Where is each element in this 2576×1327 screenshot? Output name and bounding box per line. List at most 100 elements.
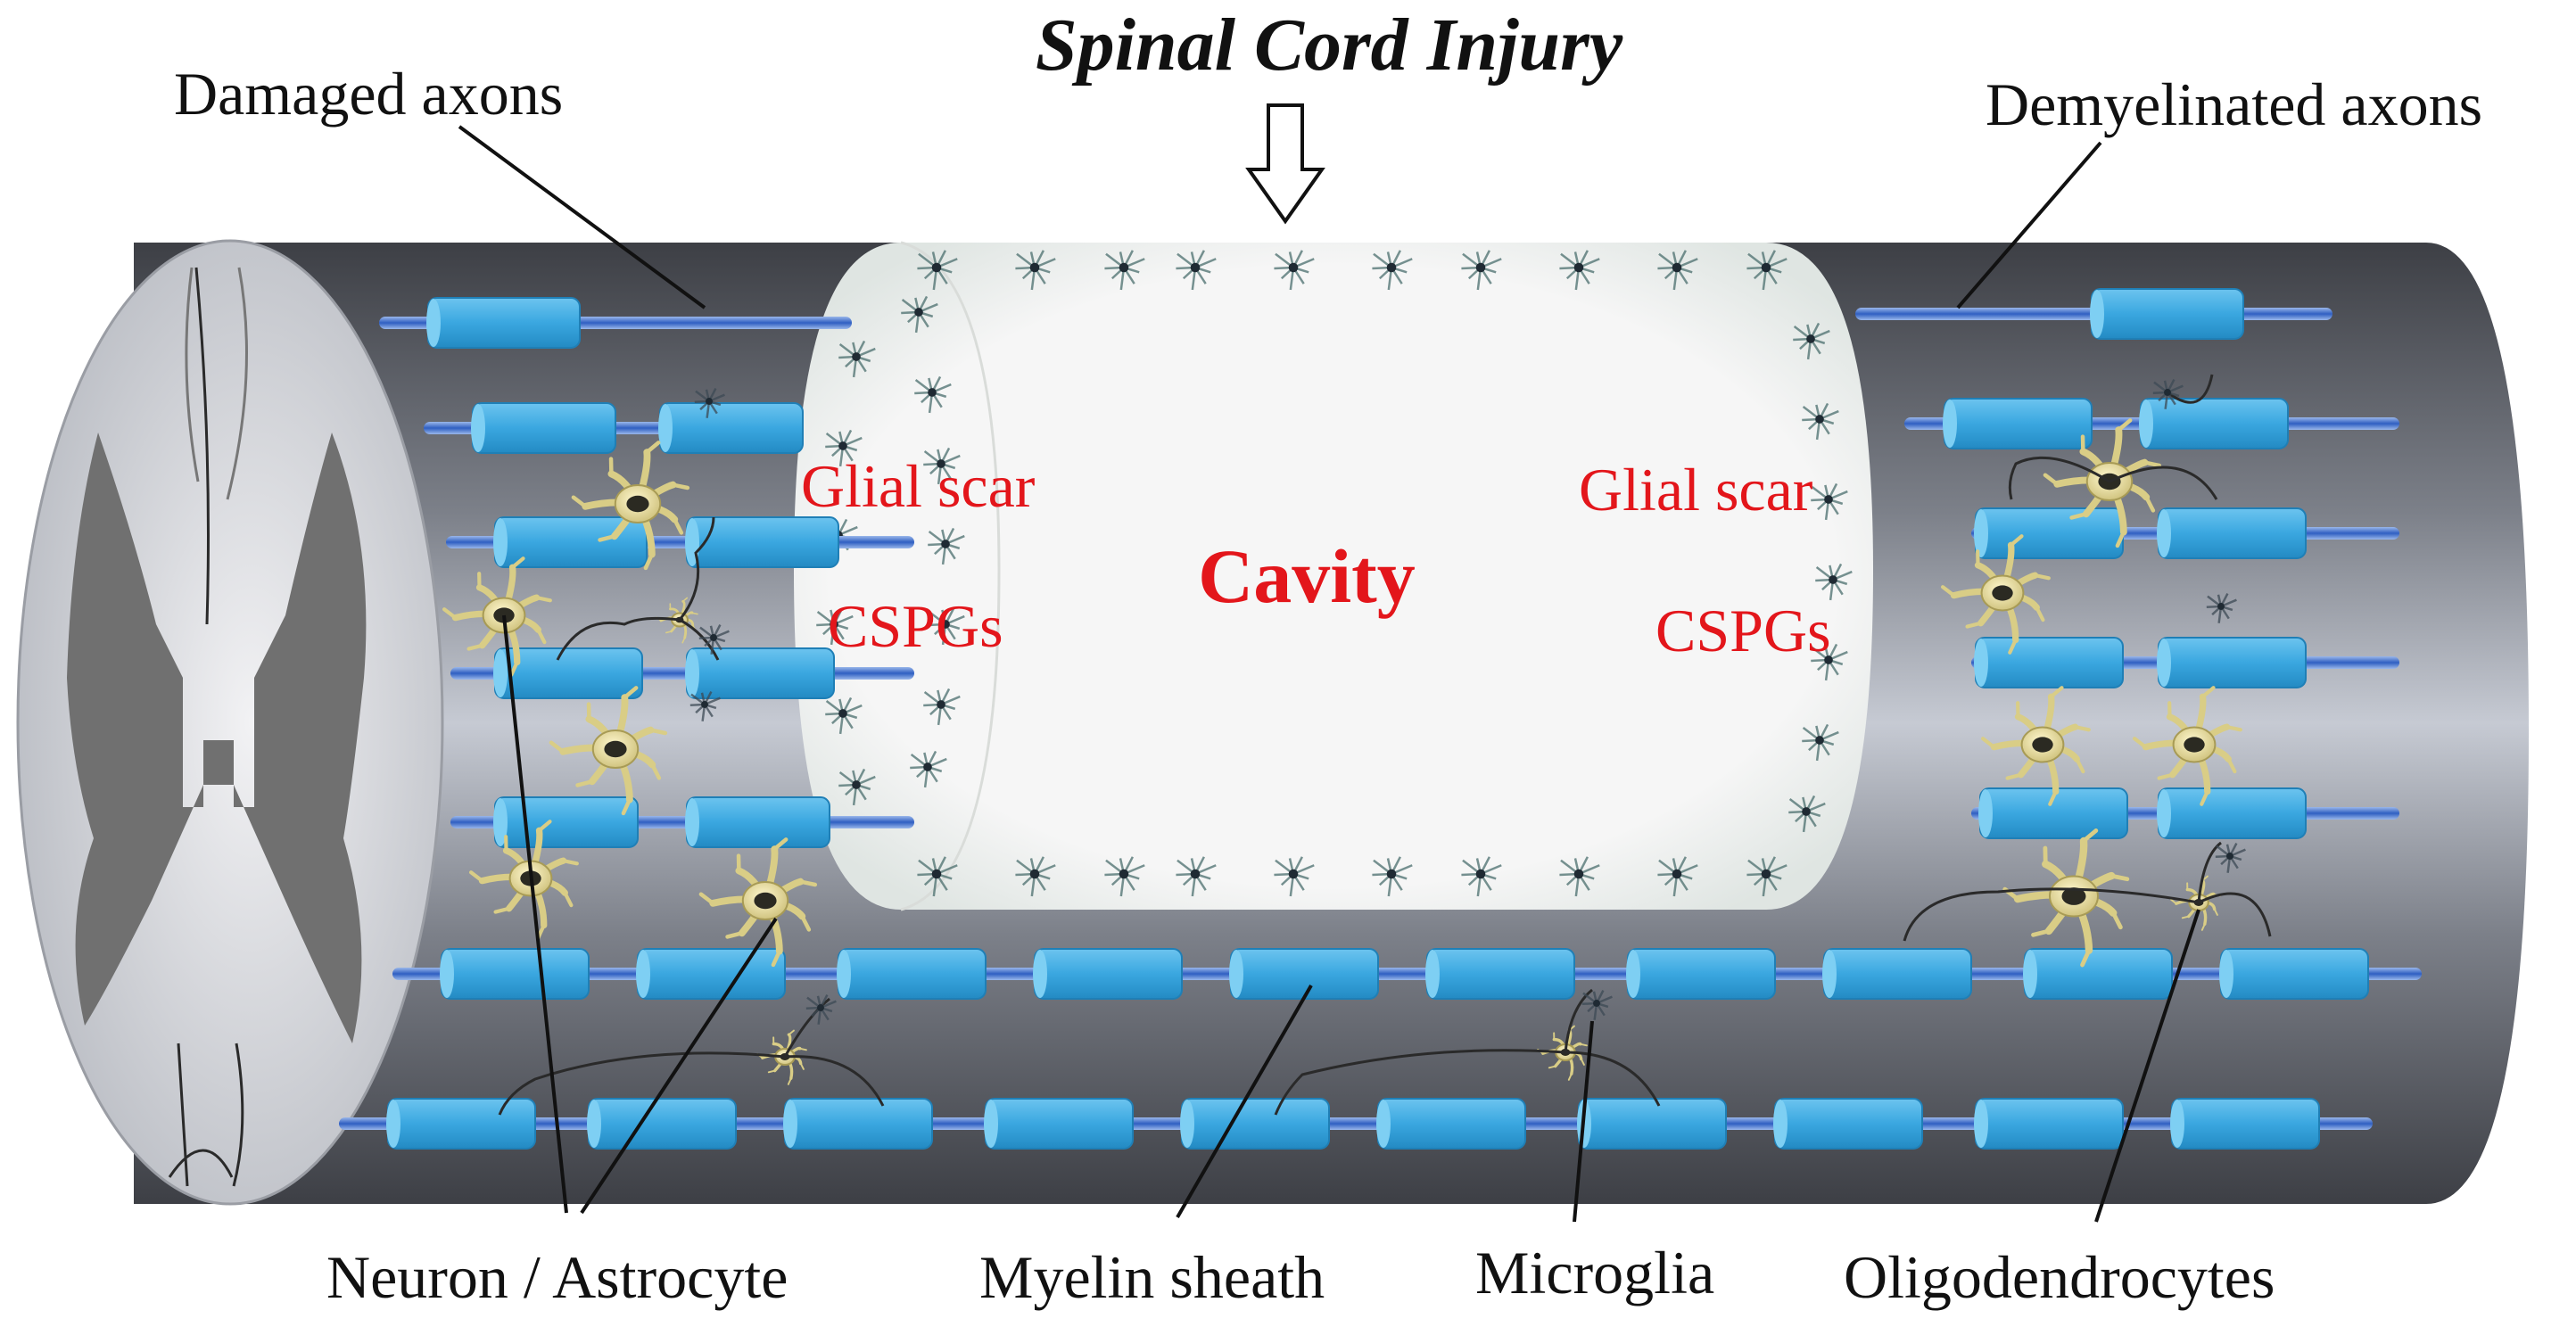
oligodendrocyte-process [679, 618, 720, 661]
myelin-sheath-segment [2158, 637, 2307, 688]
microglia-cell-icon [1811, 482, 1848, 521]
microglia-cell-icon [805, 994, 837, 1025]
myelin-sheath-segment [686, 516, 839, 568]
microglia-cell-icon [901, 295, 938, 334]
sheath-end-highlight [837, 950, 851, 998]
microglia-cell-icon [1274, 250, 1315, 291]
microglia-cell-icon [1176, 856, 1217, 897]
hollow-down-arrow-icon [1245, 103, 1325, 225]
myelin-sheath-segment [784, 1098, 933, 1150]
cavity-shape [794, 243, 1873, 910]
myelin-sheath-segment [985, 1098, 1134, 1150]
microglia-cell-icon [1559, 250, 1600, 291]
sheath-end-highlight [1033, 950, 1047, 998]
astrocyte-cell-icon [698, 837, 818, 968]
microglia-cell-icon [1746, 856, 1788, 897]
microglia-cell-icon [910, 750, 947, 788]
cavity-inner-edge [900, 241, 1001, 911]
microglia-cell-icon [1793, 322, 1830, 360]
leader-myelin-sheath [1176, 985, 1313, 1218]
axon [424, 402, 804, 454]
myelin-sheath-segment [1426, 948, 1575, 1000]
sheath-end-highlight [636, 950, 650, 998]
leader-neuron [502, 614, 568, 1214]
myelin-sheath-segment [686, 647, 835, 699]
leader-damaged-axons [458, 125, 706, 309]
axon [1971, 637, 2399, 688]
sheath-end-highlight [685, 798, 699, 846]
microglia-cell-icon [1176, 250, 1217, 291]
sheath-end-highlight [2219, 950, 2233, 998]
leader-demyelinated-axons [1956, 141, 2102, 309]
oligodendrocyte-process [784, 1055, 885, 1107]
oligodendrocyte-process [678, 516, 715, 621]
axon [450, 647, 914, 699]
microglia-cell-icon [825, 429, 863, 467]
astrocyte-cell-icon [468, 820, 579, 940]
oligodendrocyte-process [2008, 456, 2110, 500]
axon [1855, 288, 2332, 340]
microglia-cell-icon [2152, 379, 2184, 409]
astrocyte-cell-icon [2043, 418, 2162, 548]
microglia-cell-icon [838, 768, 876, 806]
oligodendrocyte-process [1903, 887, 2200, 942]
microglia-cell-icon [914, 375, 952, 414]
sheath-end-highlight [493, 798, 508, 846]
microglia-cell-icon [1746, 250, 1788, 291]
myelin-sheath-segment [2024, 948, 2173, 1000]
myelin-sheath-segment [2140, 398, 2289, 449]
myelin-sheath-segment [494, 796, 639, 848]
microglia-cell-icon [1811, 643, 1848, 681]
myelin-sheath-segment [637, 948, 786, 1000]
axon [339, 1098, 2373, 1150]
microglia-cell-icon [1815, 563, 1853, 601]
diagram-title: Spinal Cord Injury [1036, 4, 1623, 87]
axon [1971, 787, 2399, 839]
cavity-region [794, 241, 1873, 911]
microglia-cell-icon [816, 607, 854, 646]
microglia-cell-icon [1461, 250, 1502, 291]
leader-astrocyte [580, 917, 778, 1215]
myelin-sheath-segment [1975, 637, 2124, 688]
microglia-cell-icon [1581, 990, 1613, 1020]
myelin-sheath-segment [1975, 507, 2124, 559]
sheath-end-highlight [1974, 639, 1988, 687]
label-glial-scar-right: Glial scar [1579, 456, 1813, 523]
label-cspgs-right: CSPGs [1655, 597, 1831, 664]
microglia-cell-icon [1788, 795, 1826, 833]
microglia-cell-icon [1104, 250, 1145, 291]
myelin-sheath-segment [427, 297, 581, 349]
astrocyte-cell-icon [549, 686, 668, 816]
myelin-sheath-segment [686, 796, 830, 848]
microglia-cell-icon [1015, 250, 1056, 291]
sheath-end-highlight [1773, 1100, 1788, 1148]
label-damaged-axons: Damaged axons [174, 60, 563, 128]
sheath-end-highlight [386, 1100, 400, 1148]
microglia-cell-icon [917, 250, 958, 291]
label-cavity: Cavity [1198, 533, 1416, 619]
myelin-sheath-segment [1230, 948, 1379, 1000]
sheath-end-highlight [1978, 789, 1993, 837]
myelin-sheath-segment [2171, 1098, 2320, 1150]
microglia-cell-icon [698, 624, 730, 655]
myelin-sheath-segment [588, 1098, 737, 1150]
leader-microglia [1573, 1020, 1594, 1223]
sheath-end-highlight [471, 404, 485, 452]
sheath-end-highlight [426, 299, 441, 347]
myelin-sheath-segment [1774, 1098, 1923, 1150]
astrocyte-cell-icon [2002, 828, 2130, 968]
myelin-sheath-segment [1944, 398, 2093, 449]
axon [446, 516, 914, 568]
microglia-cell-icon [928, 607, 965, 646]
sheath-end-highlight [1974, 1100, 1988, 1148]
oligodendrocyte-process [2167, 374, 2214, 404]
microglia-cell-icon [1657, 250, 1698, 291]
astrocyte-cell-icon [1940, 534, 2051, 655]
microglia-cell-icon [923, 688, 961, 726]
oligodendrocyte-process [556, 616, 681, 661]
sheath-end-highlight [1376, 1100, 1391, 1148]
leader-lines [458, 125, 2200, 1223]
microglia-cell-icon [928, 527, 965, 565]
sheath-end-highlight [1974, 509, 1988, 557]
microglia-cell-icon [689, 691, 721, 721]
